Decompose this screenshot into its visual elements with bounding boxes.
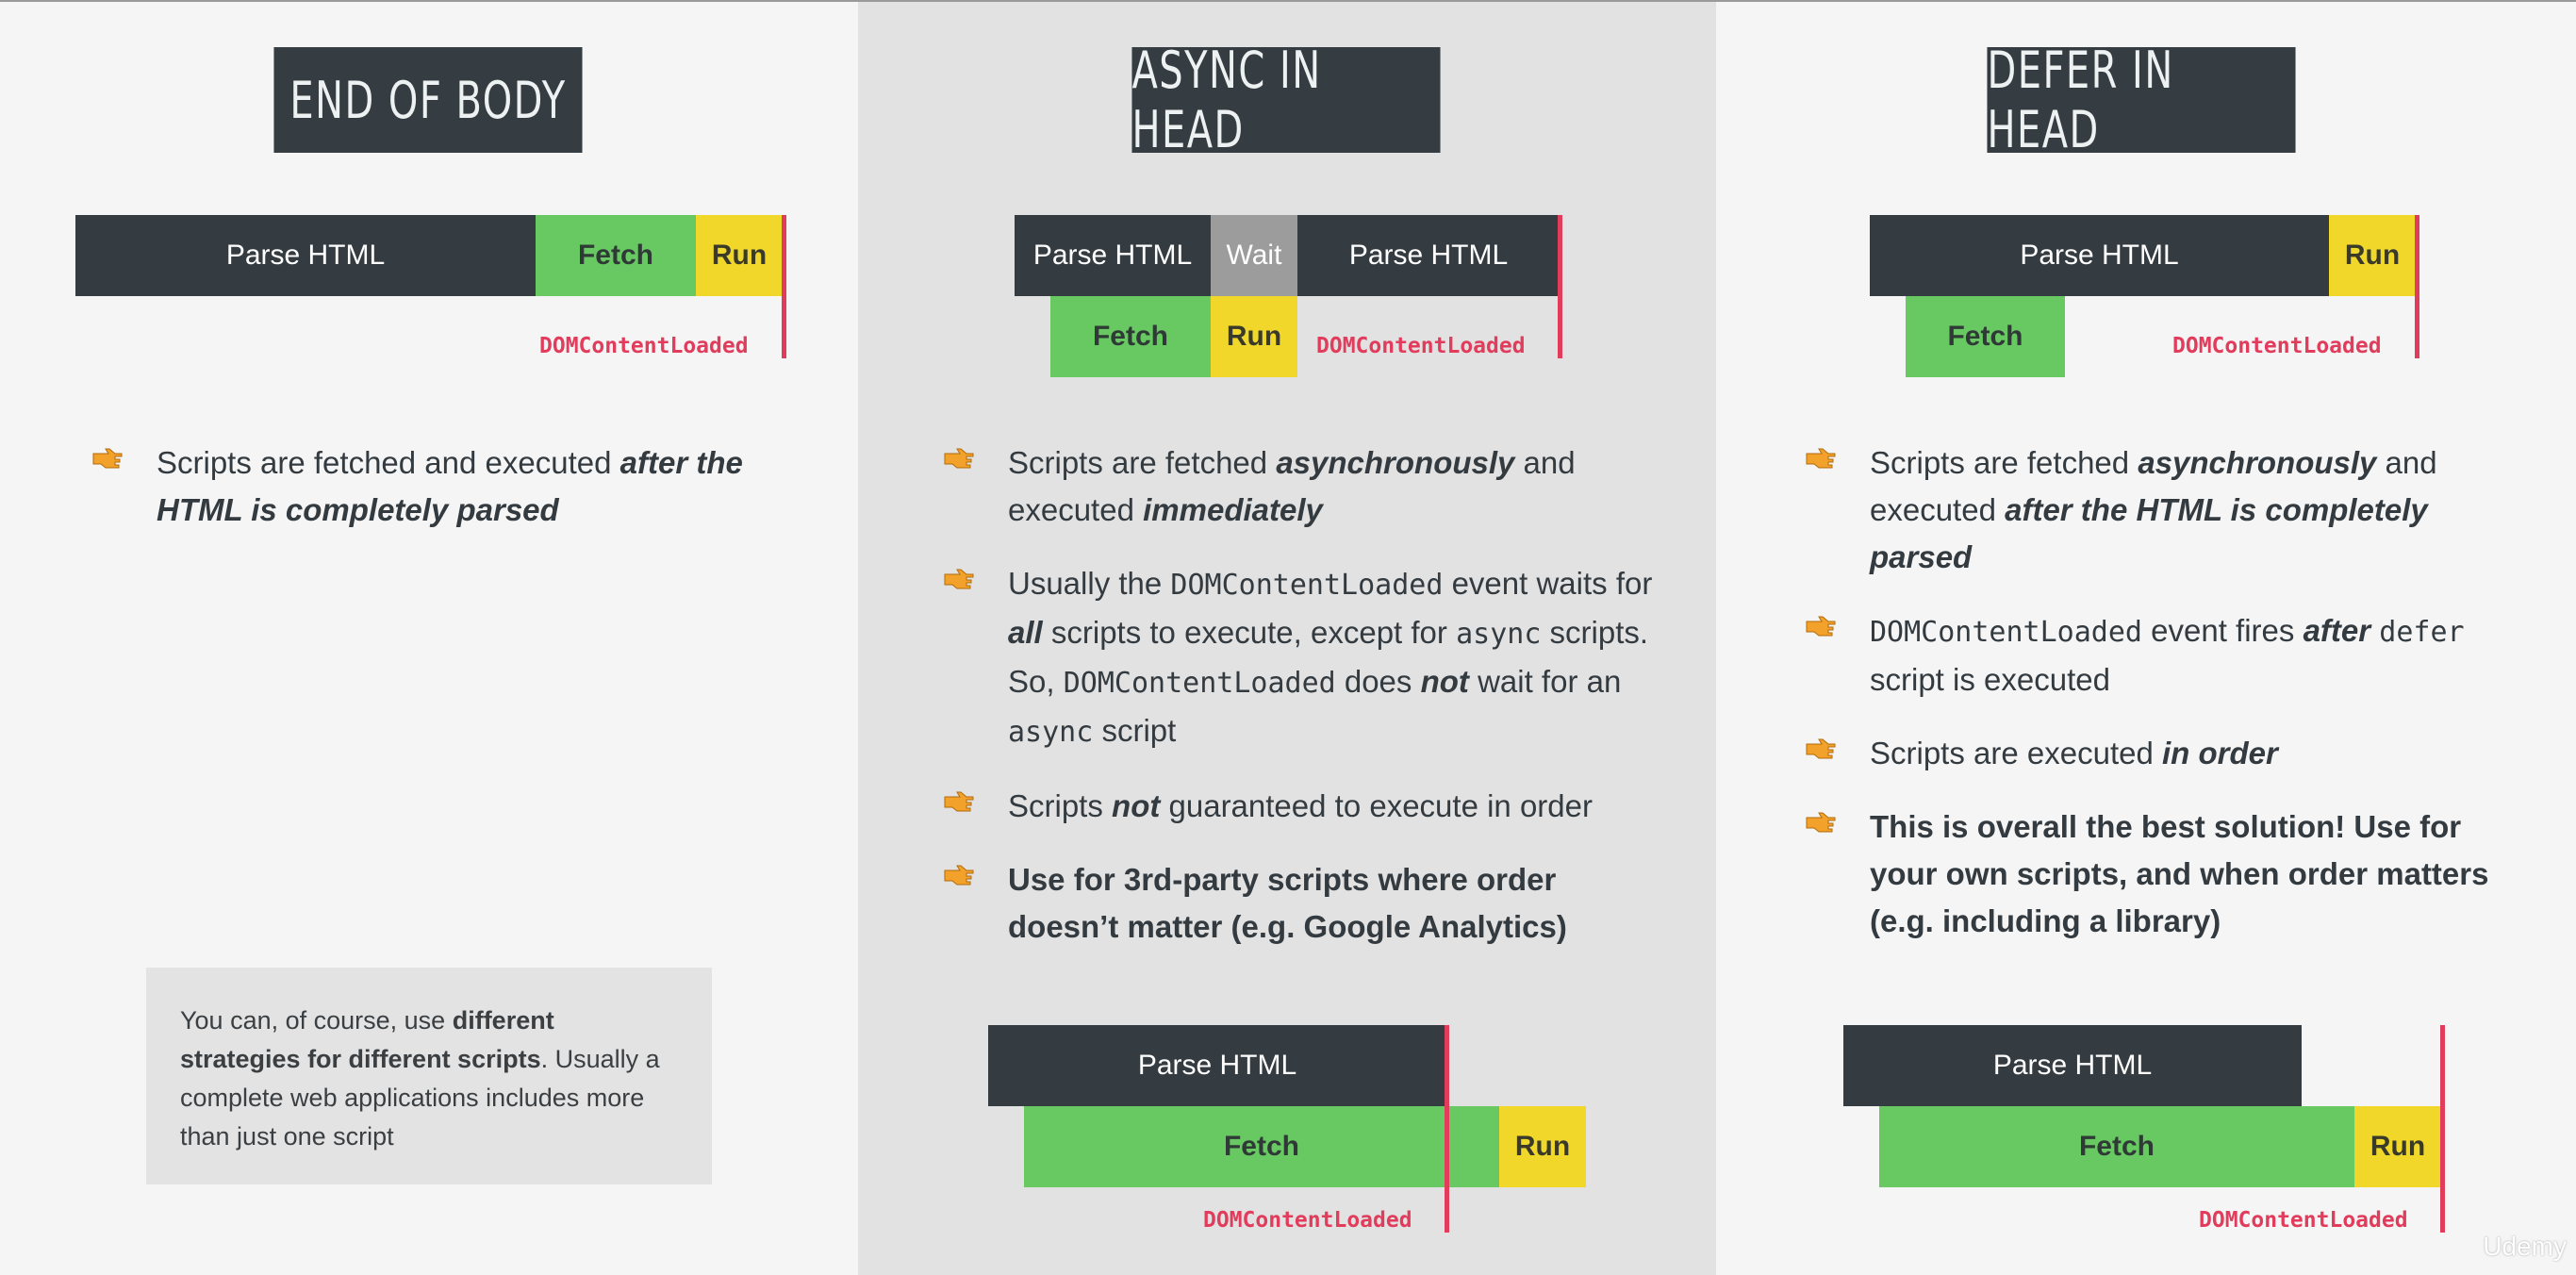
bullet-item: Scripts are fetched asynchronously and e… <box>1806 439 2492 581</box>
pointing-hand-icon <box>944 569 974 589</box>
bar-fetch: Fetch <box>536 215 696 296</box>
bullet-item: Scripts are executed in order <box>1806 730 2492 777</box>
bar-fetch: Fetch <box>1879 1106 2354 1187</box>
bullet-item: DOMContentLoaded event fires after defer… <box>1806 607 2492 704</box>
bar-run: Run <box>2329 215 2416 296</box>
bullet-list: Scripts are fetched and executed after t… <box>92 439 798 560</box>
bar-parse-html: Parse HTML <box>1843 1025 2302 1106</box>
domcontentloaded-marker <box>2440 1025 2445 1233</box>
bar-run: Run <box>2354 1106 2441 1187</box>
pointing-hand-icon <box>1806 448 1836 469</box>
pointing-hand-icon <box>1806 738 1836 759</box>
pointing-hand-icon <box>1806 616 1836 637</box>
domcontentloaded-label: DOMContentLoaded <box>2199 1208 2408 1233</box>
bar-parse-html: Parse HTML <box>75 215 536 296</box>
bullet-item-highlight: Use for 3rd-party scripts where order do… <box>944 856 1668 951</box>
domcontentloaded-label: DOMContentLoaded <box>1316 334 1526 358</box>
udemy-logo: Udemy <box>2483 1232 2567 1261</box>
bar-fetch: Fetch <box>1024 1106 1499 1187</box>
bullet-item: Scripts not guaranteed to execute in ord… <box>944 783 1668 830</box>
bullet-item: Scripts are fetched and executed after t… <box>92 439 798 534</box>
domcontentloaded-marker <box>2415 215 2419 358</box>
bullet-item-highlight: This is overall the best solution! Use f… <box>1806 803 2492 945</box>
pointing-hand-icon <box>1806 812 1836 833</box>
bullet-list: Scripts are fetched asynchronously and e… <box>1806 439 2492 971</box>
title-async-in-head: ASYNC IN HEAD <box>1131 41 1441 159</box>
domcontentloaded-marker <box>1558 215 1562 358</box>
bar-parse-html: Parse HTML <box>1015 215 1211 296</box>
bar-fetch: Fetch <box>1906 296 2065 377</box>
domcontentloaded-marker <box>1445 1025 1449 1233</box>
top-border <box>0 0 2576 2</box>
title-end-of-body: END OF BODY <box>273 47 583 153</box>
bar-run: Run <box>1211 296 1297 377</box>
bar-parse-html: Parse HTML <box>1870 215 2329 296</box>
bar-parse-html: Parse HTML <box>988 1025 1446 1106</box>
domcontentloaded-label: DOMContentLoaded <box>2172 334 2382 358</box>
domcontentloaded-label: DOMContentLoaded <box>539 334 749 358</box>
pointing-hand-icon <box>944 791 974 812</box>
pointing-hand-icon <box>944 448 974 469</box>
bar-fetch: Fetch <box>1050 296 1211 377</box>
domcontentloaded-label: DOMContentLoaded <box>1203 1208 1412 1233</box>
title-defer-in-head: DEFER IN HEAD <box>1987 41 2296 159</box>
bullet-item: Scripts are fetched asynchronously and e… <box>944 439 1668 534</box>
bar-parse-html-resume: Parse HTML <box>1297 215 1560 296</box>
pointing-hand-icon <box>92 448 123 469</box>
pointing-hand-icon <box>944 865 974 886</box>
bar-run: Run <box>1499 1106 1586 1187</box>
strategy-note: You can, of course, use different strate… <box>146 968 712 1184</box>
domcontentloaded-marker <box>782 215 786 358</box>
bar-wait: Wait <box>1211 215 1297 296</box>
bullet-list: Scripts are fetched asynchronously and e… <box>944 439 1668 977</box>
bar-run: Run <box>696 215 783 296</box>
bullet-item: Usually the DOMContentLoaded event waits… <box>944 560 1668 756</box>
